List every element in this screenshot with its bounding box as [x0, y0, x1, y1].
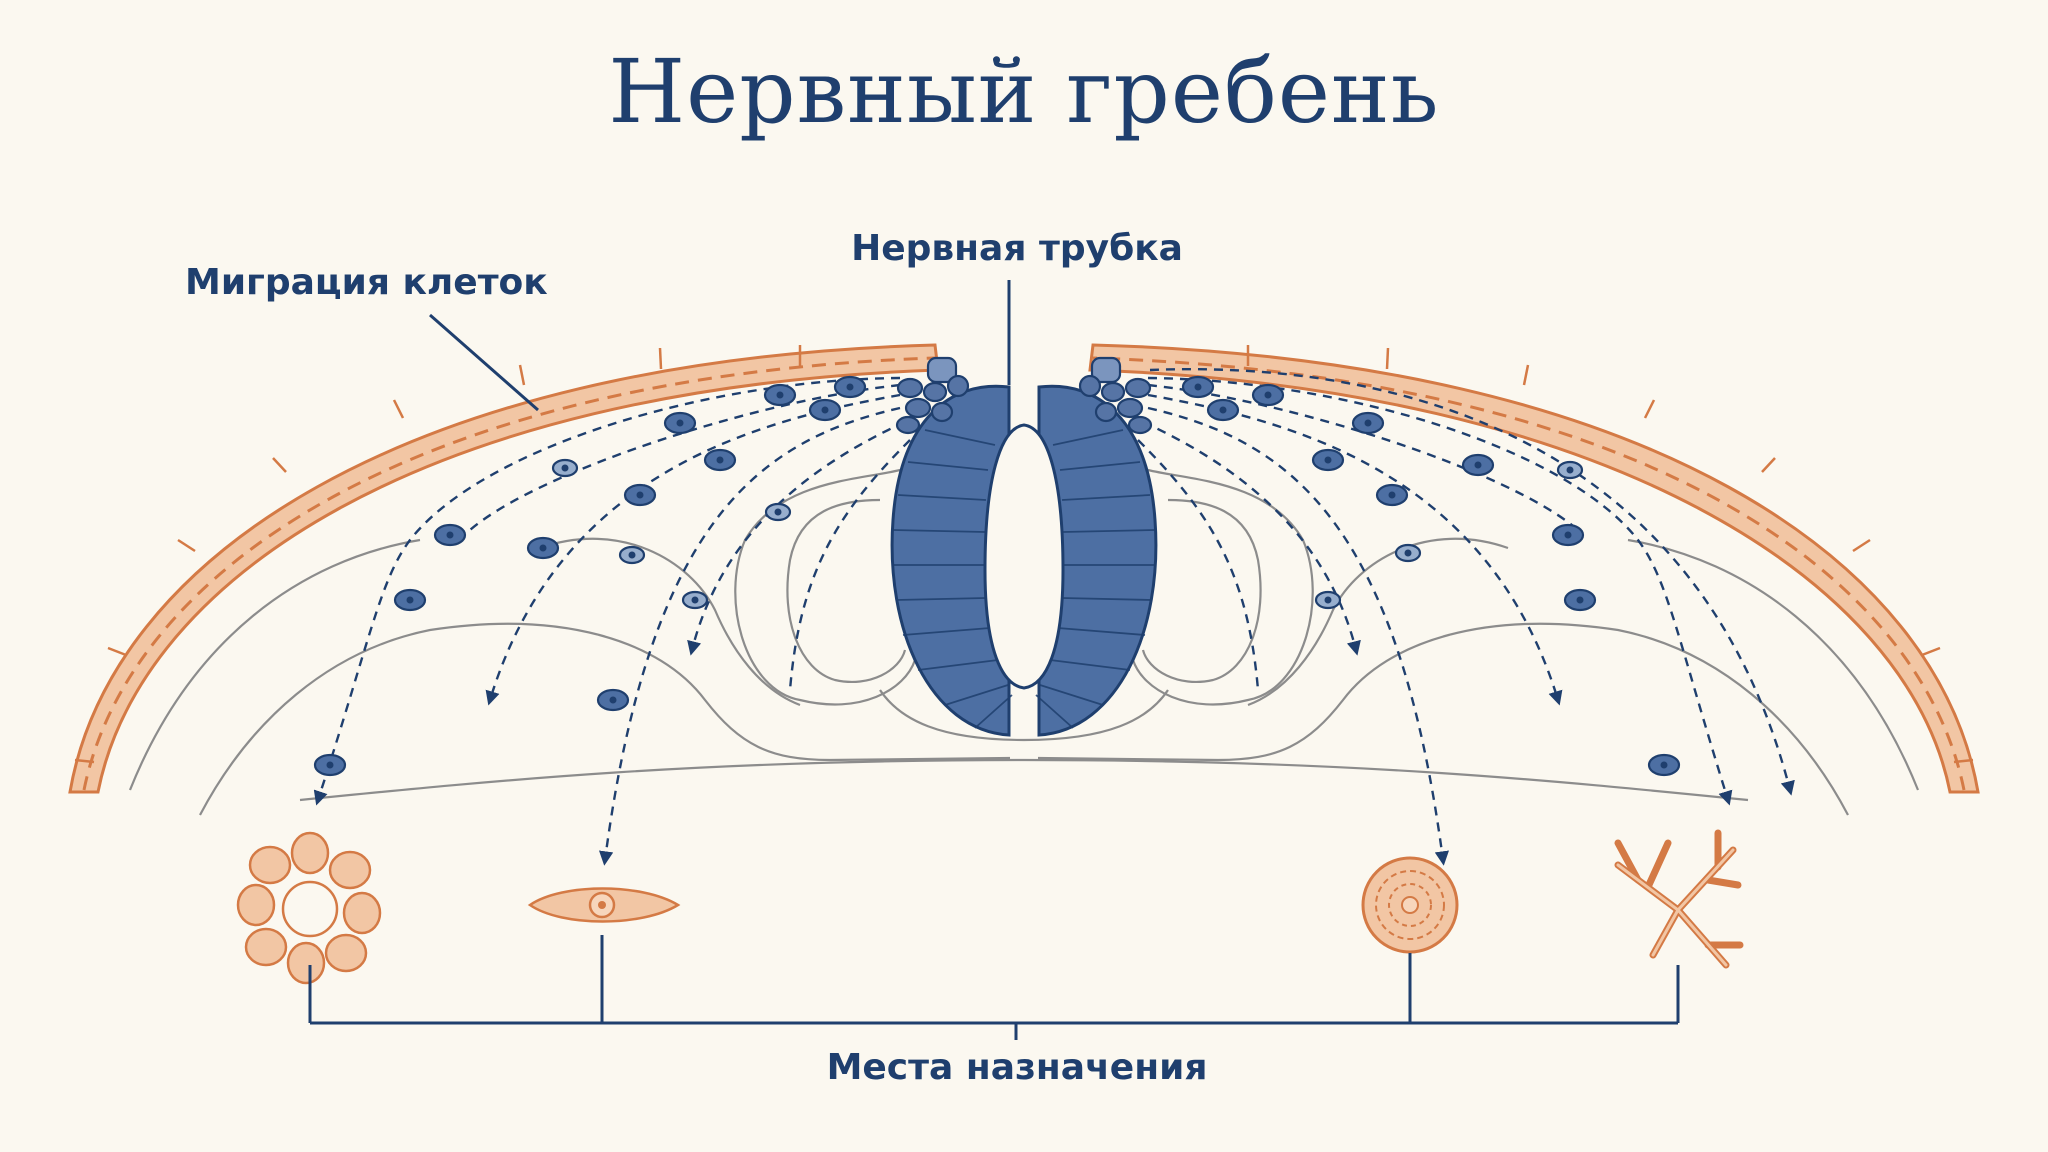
cell-nucleus	[1364, 419, 1372, 427]
destinations-bracket	[310, 1021, 1678, 1040]
cell-nucleus	[774, 508, 782, 516]
cell-nucleus	[1660, 761, 1668, 769]
cell-nucleus	[1474, 461, 1482, 469]
cell-nucleus	[1564, 531, 1572, 539]
cell-nucleus	[1324, 596, 1332, 604]
cell-nucleus	[561, 464, 569, 472]
cell-nucleus	[1324, 456, 1332, 464]
tissue-outlines	[128, 468, 1920, 816]
cell-nucleus	[609, 696, 617, 704]
cell-nucleus	[1219, 406, 1227, 414]
cell-nucleus	[636, 491, 644, 499]
cell-nucleus	[1264, 391, 1272, 399]
diagram-title: Нервный гребень	[608, 40, 1440, 143]
ectoderm-left	[68, 343, 940, 794]
migration-paths-right	[1137, 368, 1795, 866]
cell-nucleus	[446, 531, 454, 539]
cell-nucleus	[1566, 466, 1574, 474]
ectoderm-right	[1088, 343, 1980, 794]
cell-nucleus	[1194, 383, 1202, 391]
cell-nucleus	[676, 419, 684, 427]
crest-cell-clusters	[895, 356, 1153, 435]
cell-nucleus	[326, 761, 334, 769]
cell-nucleus	[539, 544, 547, 552]
cell-nucleus	[1388, 491, 1396, 499]
cell-nucleus	[691, 596, 699, 604]
destinations-label: Места назначения	[826, 1047, 1208, 1088]
neural-tube	[890, 280, 1158, 737]
gland-cluster-icon	[236, 831, 382, 1023]
cell-nucleus	[628, 551, 636, 559]
round-follicle-icon	[1361, 856, 1459, 1023]
cell-nucleus	[406, 596, 414, 604]
migration-leader-line	[429, 313, 539, 412]
cell-nucleus	[776, 391, 784, 399]
spindle-cell-icon	[527, 887, 681, 1023]
neural-tube-label: Нервная трубка	[851, 228, 1183, 269]
cell-nucleus	[1404, 549, 1412, 557]
cell-migration-label: Миграция клеток	[185, 262, 548, 303]
cell-nucleus	[1576, 596, 1584, 604]
cell-nucleus	[716, 456, 724, 464]
migrating-cells	[313, 375, 1681, 777]
branched-cell-icon	[1614, 829, 1744, 1023]
cell-nucleus	[821, 406, 829, 414]
cell-nucleus	[846, 383, 854, 391]
